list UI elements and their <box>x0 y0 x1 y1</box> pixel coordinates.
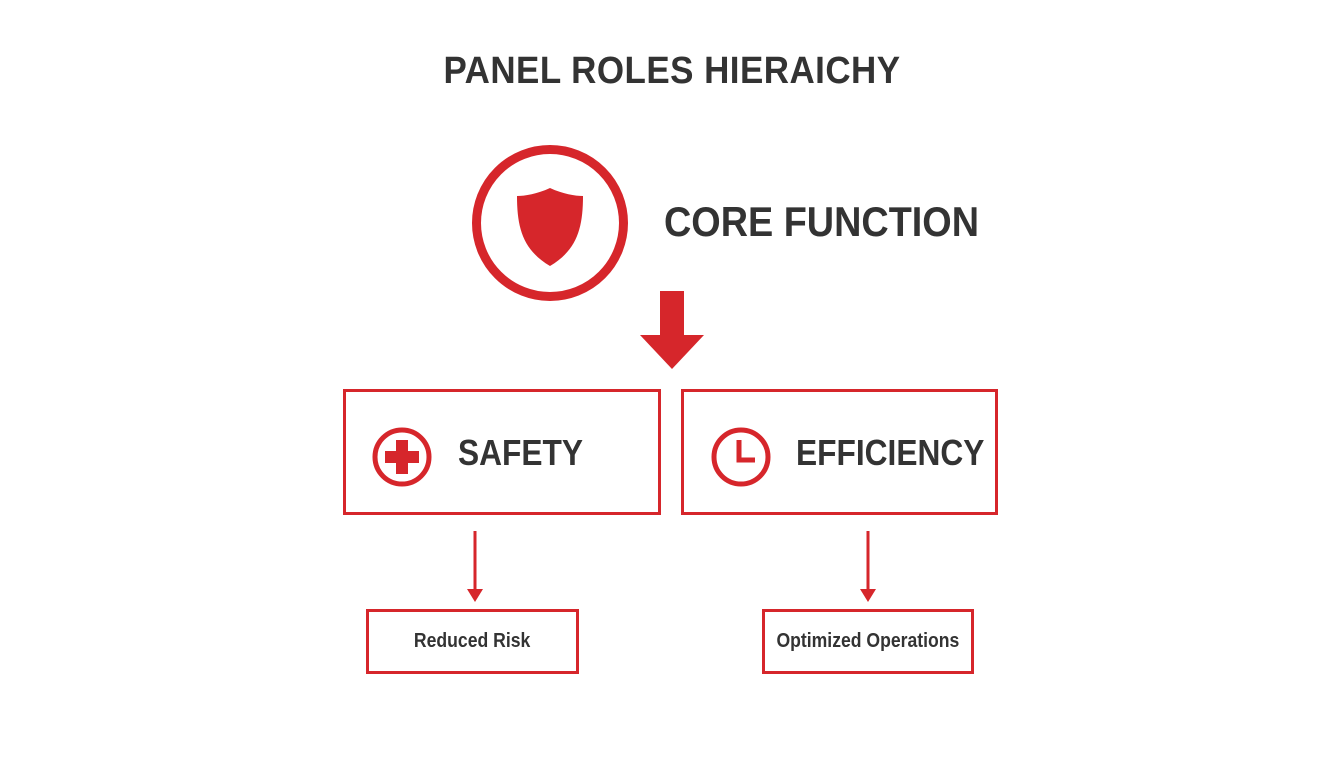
reduced-risk-label: Reduced Risk <box>414 630 531 652</box>
clock-icon <box>711 427 771 487</box>
diagram-title: PANEL ROLES HIERAICHY <box>443 50 901 92</box>
plus-icon <box>372 427 432 487</box>
core-function-label: CORE FUNCTION <box>664 198 979 245</box>
optimized-operations-label: Optimized Operations <box>776 630 960 652</box>
safety-node: SAFETY <box>343 389 661 515</box>
efficiency-label: EFFICIENCY <box>796 432 985 473</box>
efficiency-node: EFFICIENCY <box>681 389 998 515</box>
down-arrow-icon <box>640 291 704 369</box>
down-arrow-icon <box>860 531 876 602</box>
safety-label: SAFETY <box>458 432 583 473</box>
core-function-node <box>472 145 628 301</box>
reduced-risk-node: Reduced Risk <box>366 609 579 674</box>
shield-icon <box>517 188 583 266</box>
optimized-operations-node: Optimized Operations <box>762 609 974 674</box>
down-arrow-icon <box>467 531 483 602</box>
